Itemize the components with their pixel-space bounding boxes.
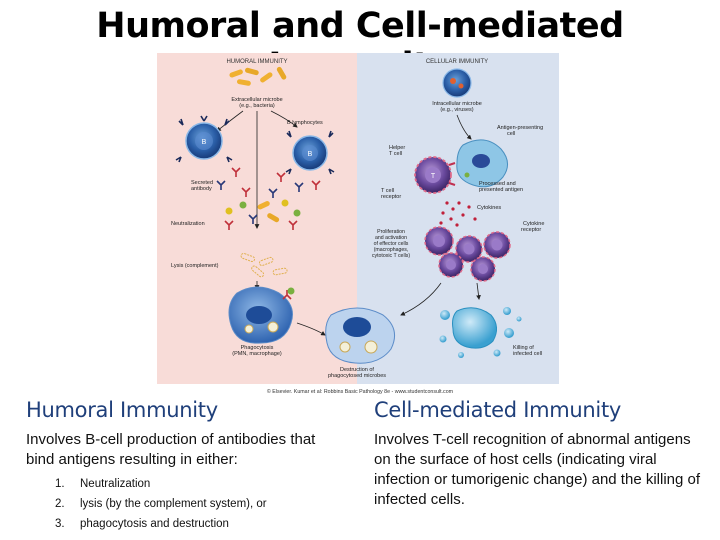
list-item: 1.Neutralization [55, 478, 151, 490]
svg-text:B: B [202, 139, 207, 146]
humoral-header: HUMORAL IMMUNITY [226, 59, 287, 65]
figure-credit: © Elsevier. Kumar et al: Robbins Basic P… [267, 388, 454, 395]
b-lymphocytes-label: B lymphocytes [287, 120, 323, 126]
helper-t-cell-icon: T [414, 156, 456, 194]
extracellular-microbe-label: Extracellular microbe(e.g., bacteria) [231, 97, 282, 109]
neutralization-icon [224, 199, 301, 230]
effector-cells-icon [424, 226, 511, 282]
cytokines-label: Cytokines [477, 205, 501, 211]
neutralization-label: Neutralization [171, 221, 205, 227]
b-cell-right: B [285, 130, 335, 175]
list-item: 3.phagocytosis and destruction [55, 518, 229, 530]
virus-cell-icon [442, 68, 472, 98]
bacteria-icon [229, 66, 287, 86]
svg-text:B: B [308, 151, 313, 158]
humoral-heading: Humoral Immunity [26, 398, 218, 422]
svg-text:T: T [431, 173, 436, 180]
phagocytosis-label: Phagocytosis(PMN, macrophage) [232, 345, 282, 357]
intracellular-microbe-label: Intracellular microbe(e.g., viruses) [432, 101, 482, 113]
b-cell-left: B [175, 115, 233, 163]
infected-cell-killing-icon [439, 307, 522, 358]
humoral-column: Humoral Immunity Involves B-cell product… [26, 398, 346, 534]
humoral-description: Involves B-cell production of antibodies… [26, 431, 316, 468]
lysis-label: Lysis (complement) [171, 263, 219, 269]
cellular-column: Cell-mediated Immunity Involves T-cell r… [374, 398, 704, 510]
list-item: 2.lysis (by the complement system), or [55, 498, 267, 510]
immunity-diagram: HUMORAL IMMUNITY CELLULAR IMMUNITY Extra… [157, 53, 559, 398]
phagocyte-icon [228, 286, 295, 344]
apc-icon [456, 139, 508, 188]
lysis-icon [240, 252, 288, 278]
cellular-heading: Cell-mediated Immunity [374, 398, 622, 422]
cytokines-icon [439, 201, 477, 227]
destruction-cell-icon [325, 307, 396, 364]
antibodies-icon [216, 167, 321, 198]
humoral-list: 1.Neutralization 2.lysis (by the complem… [26, 474, 346, 534]
cellular-header: CELLULAR IMMUNITY [426, 59, 488, 65]
diagram-svg: HUMORAL IMMUNITY CELLULAR IMMUNITY Extra… [157, 53, 559, 398]
cellular-description: Involves T-cell recognition of abnormal … [374, 431, 701, 508]
